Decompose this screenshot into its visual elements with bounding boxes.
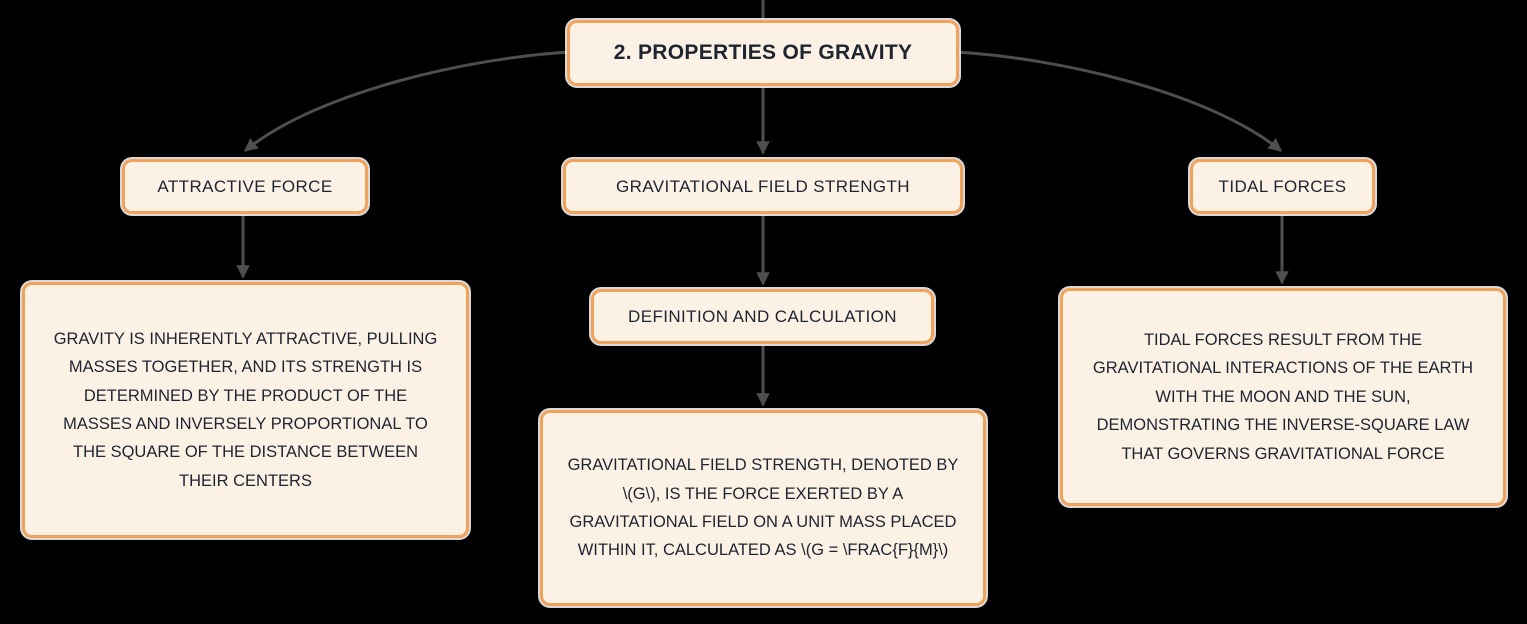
detail-node-tidal-forces[interactable]: TIDAL FORCES RESULT FROM THE GRAVITATION… (1060, 288, 1506, 506)
detail-node-attractive-force[interactable]: GRAVITY IS INHERENTLY ATTRACTIVE, PULLIN… (22, 282, 469, 538)
branch-node-gravitational-field-strength[interactable]: GRAVITATIONAL FIELD STRENGTH (563, 159, 963, 214)
subtopic-node-definition-and-calculation[interactable]: DEFINITION AND CALCULATION (591, 289, 934, 344)
edge-root-to-attractive (243, 50, 572, 152)
branch-node-tidal-forces[interactable]: TIDAL FORCES (1190, 159, 1375, 214)
edge-root-to-tidal (954, 50, 1283, 152)
detail-node-gravitational-field-strength[interactable]: GRAVITATIONAL FIELD STRENGTH, DENOTED BY… (540, 410, 986, 606)
branch-node-attractive-force[interactable]: ATTRACTIVE FORCE (122, 159, 368, 214)
root-node-properties-of-gravity[interactable]: 2. PROPERTIES OF GRAVITY (567, 20, 959, 86)
